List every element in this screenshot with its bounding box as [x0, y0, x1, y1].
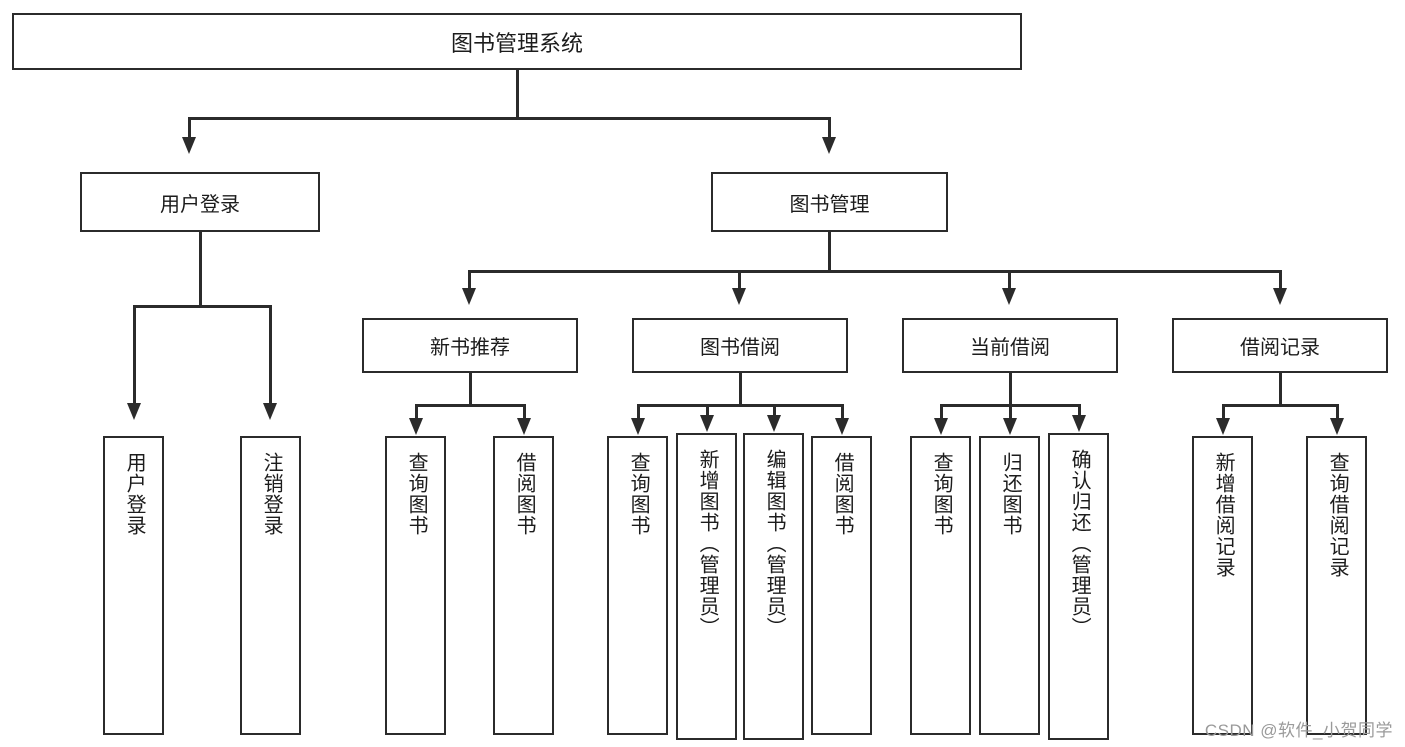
- connector-recommend-stem: [469, 373, 472, 406]
- node-current-borrow[interactable]: 当前借阅: [902, 318, 1118, 373]
- connector-user-login-stem: [199, 232, 202, 307]
- node-root-system[interactable]: 图书管理系统: [12, 13, 1022, 70]
- connector-current-drop-3: [1078, 404, 1081, 418]
- connector-user-login-drop-2: [269, 305, 272, 405]
- leaf-records-add-record[interactable]: 新增借阅记录: [1192, 436, 1253, 735]
- leaf-label: 新增图书（管理员）: [696, 449, 719, 638]
- node-label: 图书管理系统: [450, 30, 583, 56]
- connector-book-mgmt-bus: [468, 270, 1282, 273]
- node-borrow-records[interactable]: 借阅记录: [1172, 318, 1388, 373]
- node-label: 借阅记录: [1240, 337, 1320, 359]
- arrowhead-borrow-records: [1273, 288, 1287, 305]
- connector-records-drop-2: [1336, 404, 1339, 420]
- node-new-book-recommend[interactable]: 新书推荐: [362, 318, 578, 373]
- connector-recommend-bus: [415, 404, 525, 407]
- node-user-login[interactable]: 用户登录: [80, 172, 320, 232]
- arrowhead-current-leaf-2: [1003, 418, 1017, 435]
- leaf-label: 借阅图书: [831, 452, 854, 536]
- node-book-management[interactable]: 图书管理: [711, 172, 948, 232]
- leaf-current-query-book[interactable]: 查询图书: [910, 436, 971, 735]
- arrowhead-current-leaf-1: [934, 418, 948, 435]
- connector-root-drop-right: [828, 117, 831, 139]
- connector-borrow-drop-3: [773, 404, 776, 418]
- arrowhead-recommend-leaf-1: [409, 418, 423, 435]
- leaf-label: 编辑图书（管理员）: [763, 449, 786, 638]
- leaf-label: 新增借阅记录: [1212, 452, 1235, 578]
- connector-book-mgmt-stem: [828, 232, 831, 272]
- leaf-borrow-edit-book-admin[interactable]: 编辑图书（管理员）: [743, 433, 804, 740]
- connector-root-bus: [188, 117, 830, 120]
- connector-root-drop-left: [188, 117, 191, 139]
- connector-current-stem: [1009, 373, 1012, 406]
- leaf-current-return-book[interactable]: 归还图书: [979, 436, 1040, 735]
- arrowhead-current-borrow: [1002, 288, 1016, 305]
- leaf-borrow-query-book[interactable]: 查询图书: [607, 436, 668, 735]
- leaf-label: 归还图书: [999, 452, 1022, 536]
- connector-borrow-bus: [637, 404, 843, 407]
- connector-book-mgmt-drop-2: [738, 270, 741, 290]
- connector-user-login-drop-1: [133, 305, 136, 405]
- node-label: 图书管理: [789, 193, 870, 216]
- leaf-recommend-query-book[interactable]: 查询图书: [385, 436, 446, 735]
- arrowhead-book-manage: [822, 137, 836, 154]
- arrowhead-records-leaf-1: [1216, 418, 1230, 435]
- node-label: 新书推荐: [430, 337, 510, 359]
- arrowhead-records-leaf-2: [1330, 418, 1344, 435]
- connector-borrow-stem: [739, 373, 742, 406]
- arrowhead-new-book-recommend: [462, 288, 476, 305]
- connector-recommend-drop-1: [415, 404, 418, 420]
- arrowhead-borrow-leaf-4: [835, 418, 849, 435]
- connector-book-mgmt-drop-3: [1008, 270, 1011, 290]
- arrowhead-borrow-leaf-1: [631, 418, 645, 435]
- leaf-label: 确认归还（管理员）: [1068, 449, 1091, 638]
- connector-borrow-drop-4: [841, 404, 844, 420]
- leaf-recommend-borrow-book[interactable]: 借阅图书: [493, 436, 554, 735]
- leaf-label: 查询图书: [930, 452, 953, 536]
- arrowhead-borrow-leaf-3: [767, 415, 781, 432]
- leaf-user-login[interactable]: 用户登录: [103, 436, 164, 735]
- arrowhead-leaf-user-login: [127, 403, 141, 420]
- node-label: 用户登录: [160, 193, 240, 216]
- node-label: 当前借阅: [970, 337, 1050, 359]
- leaf-label: 查询图书: [627, 452, 650, 536]
- connector-borrow-drop-2: [706, 404, 709, 418]
- leaf-label: 用户登录: [123, 452, 146, 536]
- connector-borrow-drop-1: [637, 404, 640, 420]
- leaf-label: 查询借阅记录: [1326, 452, 1349, 578]
- leaf-label: 注销登录: [260, 452, 283, 536]
- leaf-label: 查询图书: [405, 452, 428, 536]
- connector-current-drop-1: [940, 404, 943, 420]
- node-book-borrow[interactable]: 图书借阅: [632, 318, 848, 373]
- leaf-borrow-add-book-admin[interactable]: 新增图书（管理员）: [676, 433, 737, 740]
- connector-book-mgmt-drop-1: [468, 270, 471, 290]
- connector-recommend-drop-2: [523, 404, 526, 420]
- leaf-current-confirm-return-admin[interactable]: 确认归还（管理员）: [1048, 433, 1109, 740]
- connector-current-drop-2: [1009, 404, 1012, 420]
- connector-book-mgmt-drop-4: [1279, 270, 1282, 290]
- leaf-label: 借阅图书: [513, 452, 536, 536]
- arrowhead-user-login: [182, 137, 196, 154]
- leaf-borrow-borrow-book[interactable]: 借阅图书: [811, 436, 872, 735]
- leaf-logout[interactable]: 注销登录: [240, 436, 301, 735]
- arrowhead-recommend-leaf-2: [517, 418, 531, 435]
- leaf-records-query-record[interactable]: 查询借阅记录: [1306, 436, 1367, 735]
- connector-user-login-bus: [133, 305, 271, 308]
- connector-records-drop-1: [1222, 404, 1225, 420]
- arrowhead-book-borrow: [732, 288, 746, 305]
- connector-root-stem: [516, 70, 519, 118]
- arrowhead-current-leaf-3: [1072, 415, 1086, 432]
- connector-records-stem: [1279, 373, 1282, 406]
- node-label: 图书借阅: [700, 337, 780, 359]
- arrowhead-leaf-logout: [263, 403, 277, 420]
- arrowhead-borrow-leaf-2: [700, 415, 714, 432]
- connector-records-bus: [1222, 404, 1338, 407]
